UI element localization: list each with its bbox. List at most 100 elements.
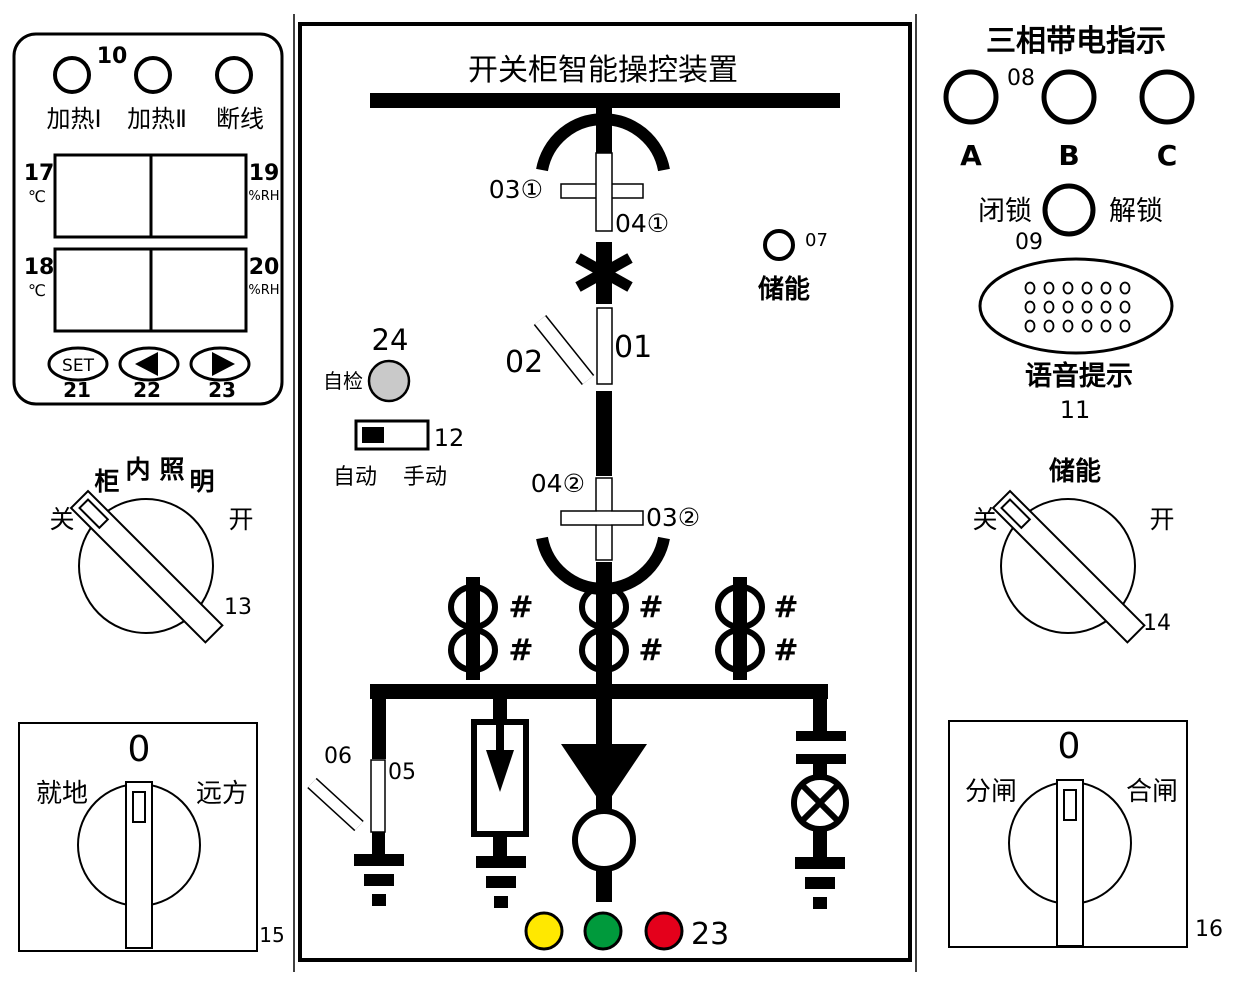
grounding-blade-fill: [308, 778, 363, 831]
svg-text:#: #: [773, 633, 798, 668]
upper-disconnect-cross: [560, 152, 644, 232]
grounding-switch: [370, 759, 386, 833]
speaker-hole: [1119, 319, 1131, 333]
live-indicator-number: 08: [1007, 66, 1035, 91]
display-2-right-number: 20: [249, 255, 280, 280]
lower-disconnect-cross: [560, 477, 644, 561]
display-2-right-unit: %RH: [248, 283, 279, 298]
speaker-hole: [1119, 281, 1131, 295]
bus-connector: [596, 391, 612, 476]
storage-number: 07: [805, 230, 828, 251]
local-remote-switch[interactable]: [77, 781, 201, 949]
storage-switch[interactable]: [991, 489, 1146, 644]
switch-handle: [991, 489, 1146, 644]
phase-a-label: A: [960, 139, 982, 172]
phase-b-label: B: [1058, 139, 1079, 172]
branch-line: [493, 834, 507, 856]
cabinet-light-char-4: 明: [189, 467, 214, 496]
arrester-stem: [496, 722, 504, 762]
heater-2-label: 加热Ⅱ: [127, 105, 187, 133]
ground-label-a: 06: [324, 744, 352, 769]
left-arrow-button[interactable]: [118, 346, 180, 382]
red-lamp: [644, 911, 684, 951]
toggle-knob: [362, 427, 384, 443]
set-button-label: SET: [62, 356, 95, 376]
right-arrow-button[interactable]: [189, 346, 251, 382]
speaker-grille: [1024, 281, 1131, 333]
local-label: 就地: [36, 779, 88, 809]
lamp-icon: [791, 774, 849, 832]
speaker-hole: [1062, 319, 1074, 333]
remote-label: 远方: [196, 779, 248, 809]
heater-1-label: 加热Ⅰ: [46, 105, 101, 133]
speaker-hole: [1043, 281, 1055, 295]
lamps-number: 23: [691, 917, 729, 952]
voice-speaker: [978, 257, 1174, 355]
speaker-hole: [1062, 281, 1074, 295]
breaker-label: 01: [614, 330, 652, 365]
feeder-transformer: [572, 808, 636, 872]
voice-number: 11: [1060, 396, 1091, 424]
capacitor-plate: [796, 731, 846, 741]
circuit-breaker: [596, 307, 613, 385]
arrester-arrow-icon: [486, 750, 514, 792]
page-title: 开关柜智能操控装置: [468, 53, 738, 88]
selftest-button[interactable]: [367, 359, 411, 403]
open-label: 分闸: [965, 777, 1017, 807]
svg-text:#: #: [508, 633, 533, 668]
current-transformer-b: # #: [579, 584, 664, 673]
display-1-left-number: 17: [24, 161, 55, 186]
schematic-frame: [298, 22, 912, 962]
storage-switch-title: 储能: [1049, 456, 1101, 487]
lock-label: 闭锁: [978, 196, 1032, 227]
cabinet-light-char-3: 照: [159, 455, 184, 484]
indicator-number: 10: [97, 44, 128, 69]
speaker-hole: [1100, 300, 1112, 314]
svg-text:#: #: [508, 590, 533, 625]
branch-line: [493, 699, 507, 721]
right-arrow-icon: [212, 352, 235, 376]
selftest-label: 自检: [323, 369, 363, 393]
speaker-hole: [1024, 281, 1036, 295]
set-button[interactable]: SET: [47, 346, 109, 382]
ground-symbol: [476, 856, 526, 908]
cabinet-light-on-label: 开: [228, 505, 253, 534]
storage-label: 储能: [758, 274, 810, 305]
branch-bus: [370, 684, 828, 699]
cabinet-light-char-1: 柜: [94, 467, 119, 496]
speaker-hole: [1062, 300, 1074, 314]
upper-switch-label-b: 04①: [615, 209, 669, 238]
branch-line: [372, 832, 385, 854]
svg-text:#: #: [638, 590, 663, 625]
main-feeder-line: [596, 868, 612, 902]
switch-pointer: [1000, 498, 1032, 530]
phase-b-indicator: [1041, 69, 1097, 125]
lock-indicator: [1042, 183, 1096, 237]
ground-symbol: [354, 854, 404, 906]
switch-pointer: [132, 791, 146, 823]
cabinet-light-char-2: 内: [125, 455, 150, 484]
storage-switch-number: 14: [1143, 611, 1171, 636]
lower-switch-label-a: 04②: [531, 469, 585, 498]
heater-1-indicator: [53, 56, 91, 94]
display-2-left-number: 18: [24, 255, 55, 280]
open-close-number: 16: [1195, 917, 1223, 942]
speaker-hole: [1043, 319, 1055, 333]
phase-c-label: C: [1157, 139, 1178, 172]
cabinet-light-number: 13: [224, 595, 252, 620]
ground-label-b: 05: [388, 760, 416, 785]
auto-manual-toggle[interactable]: [354, 419, 430, 451]
display-2-left-unit: ℃: [28, 281, 46, 300]
branch-line: [813, 829, 827, 857]
svg-text:#: #: [773, 590, 798, 625]
switch-pointer: [78, 498, 110, 530]
storage-on-label: 开: [1149, 505, 1174, 534]
disconnect-indicator: [215, 56, 253, 94]
set-button-number: 21: [63, 378, 91, 402]
lower-switch-label-b: 03②: [646, 503, 700, 532]
earth-switch-label: 02: [505, 345, 543, 380]
cabinet-light-switch[interactable]: [69, 489, 224, 644]
open-close-switch[interactable]: [1008, 779, 1132, 947]
